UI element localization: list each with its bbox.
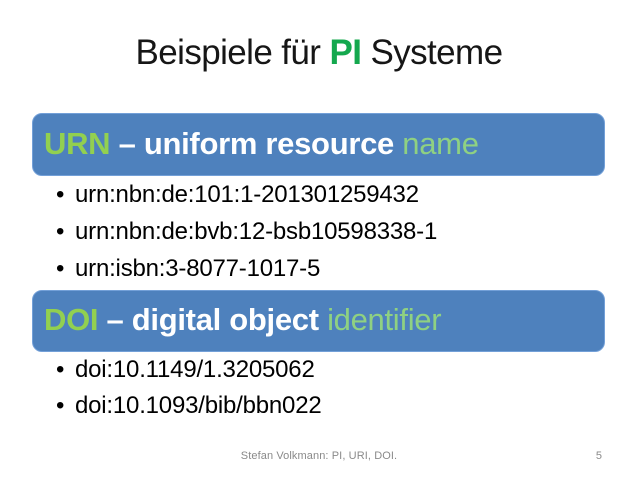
doi-bullet-text: doi:10.1149/1.3205062 [75,356,315,383]
list-item: • urn:nbn:de:bvb:12-bsb10598338-1 [56,213,437,250]
doi-bullet-text: doi:10.1093/bib/bbn022 [75,392,322,419]
urn-header-tail: name [402,125,479,161]
urn-bullet-text: urn:nbn:de:bvb:12-bsb10598338-1 [75,218,438,245]
page-title: Beispiele für PI Systeme [0,33,638,73]
urn-header-middle: – uniform resource [110,125,403,161]
doi-header-middle: – digital object [98,302,328,337]
footer-credit: Stefan Volkmann: PI, URI, DOI. [240,450,398,462]
bullet-dot-icon: • [56,181,65,208]
doi-header-box: DOI – digital object identifier [32,290,605,352]
title-prefix: Beispiele für [135,33,330,72]
urn-bullet-text: urn:nbn:de:101:1-201301259432 [75,181,419,208]
urn-header-box: URN – uniform resource name [32,113,605,176]
list-item: • doi:10.1093/bib/bbn022 [56,388,322,424]
title-highlight: PI [329,33,362,72]
doi-abbr: DOI [44,302,99,337]
bullet-dot-icon: • [56,392,65,419]
urn-header-text: URN – uniform resource name [44,128,479,159]
bullet-dot-icon: • [56,218,65,245]
urn-bullet-list: • urn:nbn:de:101:1-201301259432 • urn:nbn:… [56,176,437,287]
doi-header-tail: identifier [327,302,442,337]
doi-header-text: DOI – digital object identifier [44,302,442,337]
bullet-dot-icon: • [56,255,65,282]
doi-bullet-list: • doi:10.1149/1.3205062 • doi:10.1093/bib/… [56,352,322,424]
urn-bullet-text: urn:isbn:3-8077-1017-5 [75,255,321,282]
list-item: • urn:isbn:3-8077-1017-5 [56,250,437,287]
urn-abbr: URN [44,125,111,161]
list-item: • urn:nbn:de:101:1-201301259432 [56,176,437,213]
list-item: • doi:10.1149/1.3205062 [56,352,322,388]
bullet-dot-icon: • [56,356,65,383]
page-number: 5 [595,450,602,462]
title-suffix: Systeme [361,33,503,72]
